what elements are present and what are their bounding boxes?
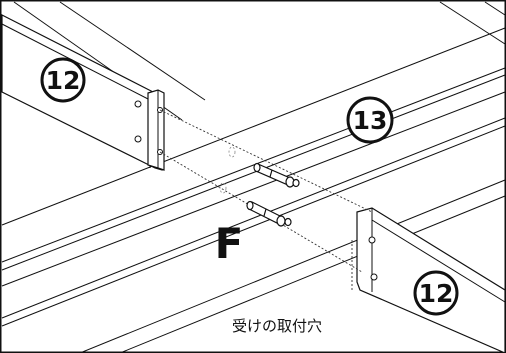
part-number-right: 12	[413, 270, 459, 316]
dowel-pin	[253, 162, 300, 188]
guide-lines	[159, 109, 373, 292]
screw-hole	[370, 273, 378, 281]
hole-caption: 受けの取付穴	[232, 317, 322, 335]
fastener-label: F	[215, 219, 244, 268]
part-number-center: 13	[346, 96, 394, 144]
part-number-left-label: 12	[46, 66, 81, 95]
screw-hole	[134, 135, 142, 143]
board-left	[1, 14, 165, 171]
screw-hole	[134, 100, 142, 108]
part-number-right-label: 12	[419, 279, 454, 308]
board-center	[1, 27, 506, 271]
screw-hole	[368, 236, 376, 244]
part-number-left: 12	[40, 57, 86, 103]
part-number-center-label: 13	[353, 106, 388, 135]
dowel-pin-ghost	[219, 146, 236, 194]
dowel-pin	[246, 200, 292, 227]
rail-bottom	[1, 91, 506, 353]
